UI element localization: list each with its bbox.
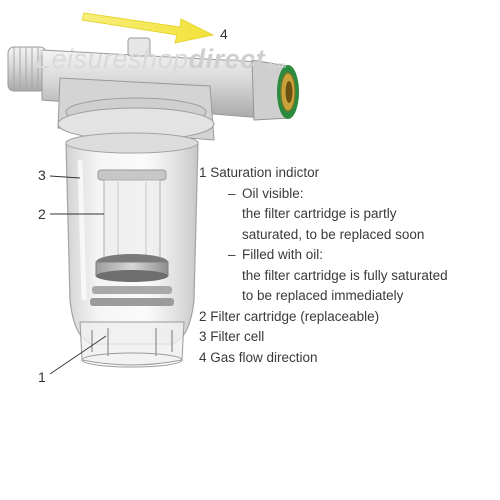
callout-2: 2 — [38, 206, 46, 222]
legend-item-1: 1 Saturation indictor — [199, 165, 320, 180]
callout-1: 1 — [38, 369, 46, 385]
filter-cartridge — [90, 169, 174, 306]
legend-replace-soon: saturated, to be replaced soon — [242, 226, 425, 242]
leader-1 — [49, 335, 107, 375]
legend-filled-with-oil: Filled with oil: — [242, 247, 324, 262]
watermark: Leisureshopdirect.com — [36, 44, 287, 75]
gas-flow-arrow — [81, 12, 215, 44]
dash-2: – — [228, 247, 236, 262]
legend-item-2: 2 Filter cartridge (replaceable) — [199, 308, 380, 324]
watermark-tld: .com — [265, 60, 287, 70]
watermark-suffix: direct — [188, 44, 266, 74]
legend-replace-immediately: to be replaced immediately — [242, 288, 404, 303]
legend-item-3: 3 Filter cell — [199, 329, 265, 344]
callout-3: 3 — [38, 167, 46, 183]
filter-housing-head — [7, 37, 299, 141]
legend-oil-visible: Oil visible: — [242, 185, 304, 201]
legend-item-4: 4 Gas flow direction — [199, 349, 318, 365]
saturation-indicator — [79, 321, 185, 368]
callout-4: 4 — [220, 26, 228, 42]
watermark-brand: Leisureshop — [36, 44, 189, 74]
legend-partly-saturated: the filter cartridge is partly — [242, 206, 397, 221]
leader-3 — [49, 175, 81, 179]
legend-fully-saturated: the filter cartridge is fully saturated — [242, 267, 448, 283]
legend: 1 Saturation indictor –Oil visible: the … — [199, 163, 477, 368]
dash-1: – — [228, 185, 236, 201]
